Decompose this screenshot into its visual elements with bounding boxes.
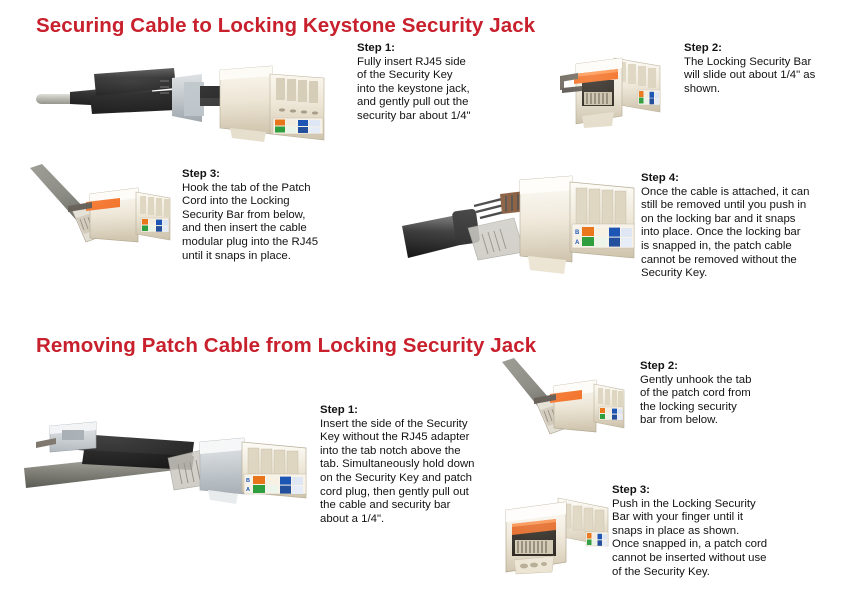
step-2-2-body: Gently unhook the tab of the patch cord … (640, 373, 752, 427)
section-heading-securing-cable: Securing Cable to Locking Keystone Secur… (36, 14, 536, 37)
step-1-1-text-block: Step 1: Fully insert RJ45 side of the Se… (357, 42, 493, 124)
keystone-jack-bar-slid-out-photo (556, 46, 672, 138)
step-2-1-label: Step 1: (320, 404, 358, 416)
step-1-3-body: Hook the tab of the Patch Cord into the … (182, 181, 319, 262)
step-1-1-label: Step 1: (357, 42, 395, 54)
unhook-patch-cord-tab-photo (502, 358, 628, 446)
step-2-2-label: Step 2: (640, 360, 678, 372)
svg-text:A: A (575, 240, 580, 246)
svg-text:B: B (246, 478, 250, 484)
step-1-2-label: Step 2: (684, 42, 722, 54)
step-2-1-text-block: Step 1: Insert the side of the Security … (320, 404, 480, 526)
step-2-3-label: Step 3: (612, 484, 650, 496)
step-2-2-text-block: Step 2: Gently unhook the tab of the pat… (640, 360, 790, 428)
step-2-1-body: Insert the side of the Security Key with… (320, 417, 475, 525)
step-2-3-body: Push in the Locking Security Bar with yo… (612, 497, 768, 578)
step-1-3-label: Step 3: (182, 168, 220, 180)
section-heading-removing-patch-cable: Removing Patch Cable from Locking Securi… (36, 334, 537, 357)
cable-attached-locking-bar-photo: B A (402, 166, 638, 288)
locking-bar-pushed-in-front-view-photo (498, 488, 620, 584)
step-2-3-text-block: Step 3: Push in the Locking Security Bar… (612, 484, 788, 579)
step-1-4-body: Once the cable is attached, it can still… (641, 185, 810, 280)
step-1-4-label: Step 4: (641, 172, 679, 184)
patch-cord-hooked-to-locking-bar-photo (28, 162, 176, 256)
step-1-4-text-block: Step 4: Once the cable is attached, it c… (641, 172, 817, 281)
step-1-1-body: Fully insert RJ45 side of the Security K… (357, 55, 471, 122)
security-key-inserted-in-keystone-jack-photo (34, 52, 354, 148)
step-1-3-text-block: Step 3: Hook the tab of the Patch Cord i… (182, 168, 332, 263)
step-1-2-body: The Locking Security Bar will slide out … (684, 55, 816, 95)
security-key-removing-patch-cable-photo: B A (24, 402, 310, 508)
svg-text:B: B (575, 230, 580, 236)
step-1-2-text-block: Step 2: The Locking Security Bar will sl… (684, 42, 844, 96)
svg-text:A: A (246, 487, 250, 493)
